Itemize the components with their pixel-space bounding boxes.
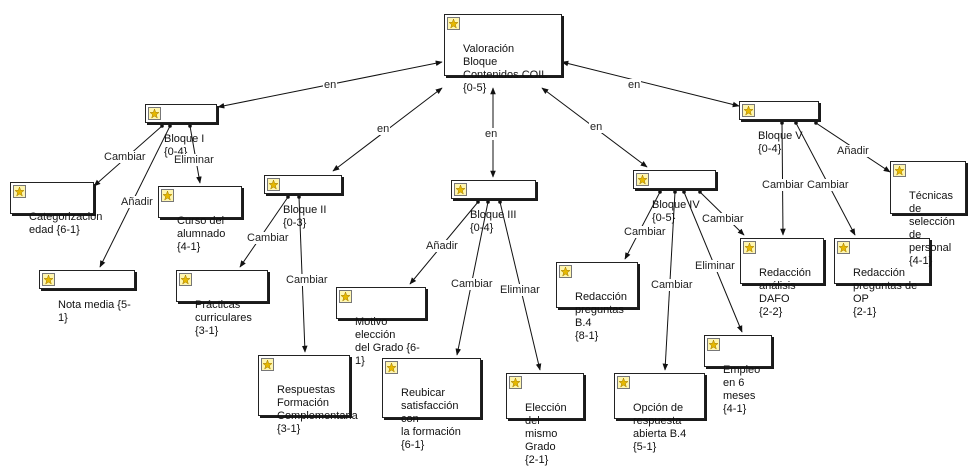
memo-icon <box>743 241 756 254</box>
memo-icon <box>339 290 352 303</box>
node-label: Elección del mismo Grado {2-1} <box>525 402 567 466</box>
node-label: Bloque II {0-3} <box>283 204 327 229</box>
bloque-5-node[interactable]: Bloque V {0-4} <box>739 101 819 155</box>
respuestas-formacion-node[interactable]: Respuestas Formación Complementaria {3-1… <box>258 355 358 435</box>
connector-line <box>561 60 740 108</box>
memo-icon <box>636 173 649 186</box>
node-label: Nota media {5-1} <box>58 299 131 324</box>
connector-origin-dot <box>286 195 290 199</box>
edge-label-cambiar: Cambiar <box>103 151 147 163</box>
opcion-respuesta-node[interactable]: Opción de respuesta abierta B.4 {5-1} <box>614 373 705 453</box>
eleccion-mismo-grado-node[interactable]: Elección del mismo Grado {2-1} <box>506 373 584 466</box>
redaccion-dafo-node[interactable]: Redacción análisis DAFO {2-2} <box>740 238 824 318</box>
empleo-6-meses-node[interactable]: Empleo en 6 meses {4-1} <box>704 335 772 415</box>
memo-icon <box>617 376 630 389</box>
edge-label-cambiar: Cambiar <box>285 274 329 286</box>
connector-origin-dot <box>682 190 686 194</box>
bloque-4-node[interactable]: Bloque IV {0-5} <box>633 170 716 224</box>
memo-icon <box>261 358 274 371</box>
redaccion-preguntas-op-node[interactable]: Redacción preguntas de OP {2-1} <box>834 238 930 318</box>
connector-origin-dot <box>673 190 677 194</box>
connector-origin-dot <box>794 121 798 125</box>
memo-icon <box>893 164 906 177</box>
edge-label-eliminar: Eliminar <box>173 154 215 166</box>
bloque-2-node[interactable]: Bloque II {0-3} <box>264 175 342 229</box>
connector-origin-dot <box>498 200 502 204</box>
connector-origin-dot <box>780 121 784 125</box>
edge-label-en: en <box>376 123 391 135</box>
node-label: Prácticas curriculares {3-1} <box>195 299 252 337</box>
memo-icon <box>559 265 572 278</box>
memo-icon <box>267 178 280 191</box>
motivo-eleccion-node[interactable]: Motivo elección del Grado {6-1} <box>336 287 426 367</box>
node-label: Curso del alumnado {4-1} <box>177 215 226 253</box>
node-label: Redacción análisis DAFO {2-2} <box>759 267 811 318</box>
edge-label-cambiar: Cambiar <box>450 278 494 290</box>
memo-icon <box>509 376 522 389</box>
connector-origin-dot <box>168 124 172 128</box>
edge-label-cambiar: Cambiar <box>806 179 850 191</box>
connector-origin-dot <box>486 200 490 204</box>
bloque-3-node[interactable]: Bloque III {0-4} <box>451 180 536 234</box>
edge-label-en: en <box>589 121 604 133</box>
memo-icon <box>742 104 755 117</box>
connector-origin-dot <box>476 200 480 204</box>
connector-origin-dot <box>658 190 662 194</box>
node-label: Motivo elección del Grado {6-1} <box>355 316 420 367</box>
edge-label-cambiar: Cambiar <box>701 213 745 225</box>
edge-label-cambiar: Cambiar <box>650 279 694 291</box>
memo-icon <box>707 338 720 351</box>
node-label: Opción de respuesta abierta B.4 {5-1} <box>633 402 687 453</box>
connector-origin-dot <box>188 124 192 128</box>
edge-label-cambiar: Cambiar <box>623 226 667 238</box>
edge-label-cambiar: Cambiar <box>246 232 290 244</box>
memo-icon <box>42 273 55 286</box>
node-label: Bloque V {0-4} <box>758 130 803 155</box>
memo-icon <box>148 107 161 120</box>
node-label: Valoración Bloque Contenidos COIL {0-5} <box>463 43 548 94</box>
connector-origin-dot <box>297 195 301 199</box>
memo-icon <box>179 273 192 286</box>
edge-label-anadir: Añadir <box>425 240 459 252</box>
edge-label-en: en <box>627 79 642 91</box>
node-label: Respuestas Formación Complementaria {3-1… <box>277 384 358 435</box>
memo-icon <box>837 241 850 254</box>
edge-label-anadir: Añadir <box>836 145 870 157</box>
root-node[interactable]: Valoración Bloque Contenidos COIL {0-5} <box>444 14 562 94</box>
node-label: Categorización edad {6-1} <box>29 211 103 236</box>
connector-line <box>624 191 661 260</box>
edge-label-en: en <box>323 79 338 91</box>
edge-label-eliminar: Eliminar <box>694 260 736 272</box>
node-label: Técnicas de selección de personal {4-1} <box>909 190 955 267</box>
edge-label-eliminar: Eliminar <box>499 284 541 296</box>
reubicar-satisfaccion-node[interactable]: Reubicar satisfacción con la formación {… <box>382 358 481 451</box>
bloque-1-node[interactable]: Bloque I {0-4} <box>145 104 217 158</box>
node-label: Bloque IV {0-5} <box>652 199 700 224</box>
nota-media-node[interactable]: Nota media {5-1} <box>39 270 135 324</box>
node-label: Redacción preguntas de OP {2-1} <box>853 267 918 318</box>
connector-origin-dot <box>814 121 818 125</box>
memo-icon <box>447 17 460 30</box>
node-label: Bloque III {0-4} <box>470 209 517 234</box>
memo-icon <box>385 361 398 374</box>
tecnicas-seleccion-node[interactable]: Técnicas de selección de personal {4-1} <box>890 161 966 267</box>
connector-origin-dot <box>160 124 164 128</box>
edge-label-anadir: Añadir <box>120 196 154 208</box>
edge-label-cambiar: Cambiar <box>761 179 805 191</box>
node-label: Redacción preguntas B.4 {8-1} <box>575 291 627 342</box>
node-label: Empleo en 6 meses {4-1} <box>723 364 761 415</box>
edge-label-en: en <box>484 128 499 140</box>
memo-icon <box>161 189 174 202</box>
memo-icon <box>454 183 467 196</box>
memo-icon <box>13 185 26 198</box>
curso-alumnado-node[interactable]: Curso del alumnado {4-1} <box>158 186 242 253</box>
redaccion-preguntas-b4-node[interactable]: Redacción preguntas B.4 {8-1} <box>556 262 638 342</box>
connector-origin-dot <box>698 190 702 194</box>
categorizacion-edad-node[interactable]: Categorización edad {6-1} <box>10 182 102 236</box>
practicas-curriculares-node[interactable]: Prácticas curriculares {3-1} <box>176 270 268 337</box>
